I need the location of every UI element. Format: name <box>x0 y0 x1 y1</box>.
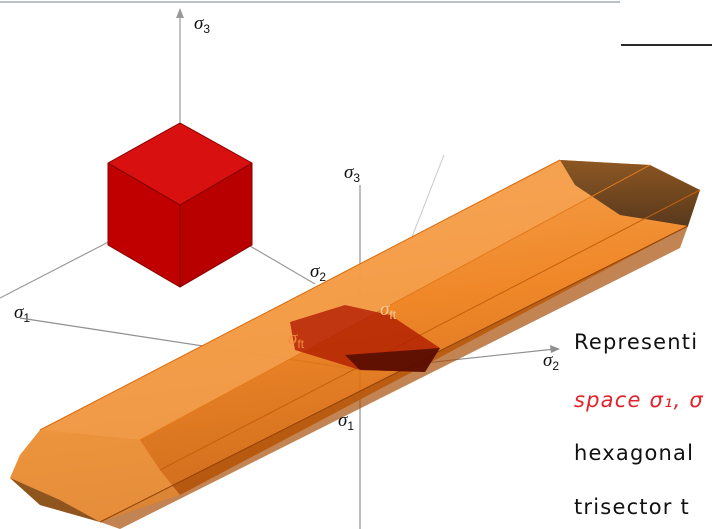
text-line-1: Representi <box>574 330 699 354</box>
hexagonal-section <box>290 305 440 372</box>
figure1-sigma2-label: σ2 <box>310 261 326 284</box>
red-cube <box>107 122 253 288</box>
figure2-sigma1-label: σ1 <box>338 410 354 433</box>
figure2-sigma3-label: σ3 <box>344 162 360 185</box>
sigma-ft-label-upper: σft <box>380 299 397 322</box>
text-line-3: hexagonal <box>574 441 695 465</box>
figure1-sigma3-label: σ3 <box>194 13 210 36</box>
sigma-ft-label-lower: σft <box>288 328 305 351</box>
text-line-4: trisector t <box>574 495 690 519</box>
figure1-sigma1-label: σ1 <box>14 302 30 325</box>
figure2-sigma2-label: σ2 <box>543 350 559 373</box>
text-line-2: space σ₁, σ <box>574 388 704 412</box>
